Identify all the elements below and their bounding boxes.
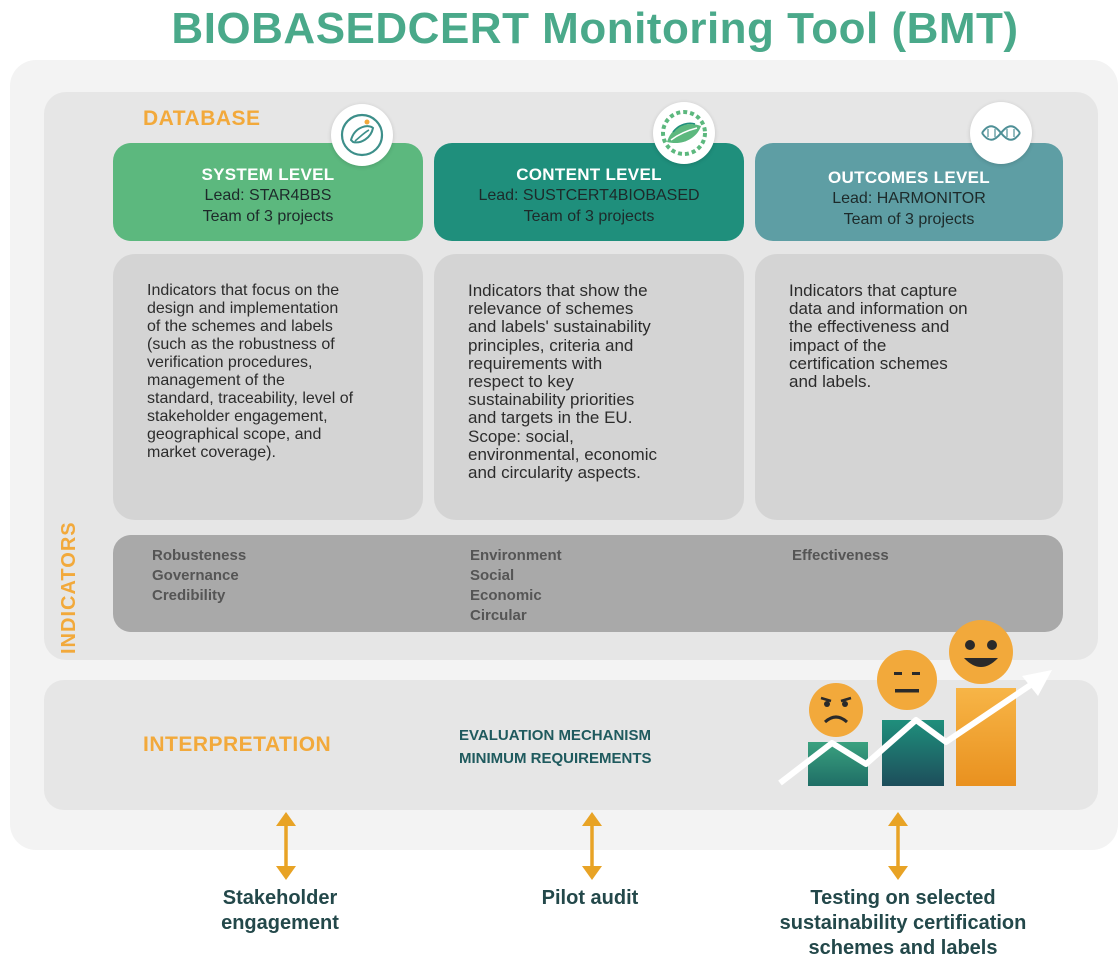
growth-arrow-icon <box>778 670 1052 786</box>
label-line: Testing on selected <box>810 887 996 909</box>
indicator-item: Environment <box>470 547 562 564</box>
level-team: Team of 3 projects <box>523 208 655 225</box>
description-line: management of the <box>147 372 285 389</box>
label-line: Pilot audit <box>541 887 639 909</box>
happy-face-icon <box>949 620 1013 684</box>
description-line: environmental, economic <box>468 444 657 464</box>
level-team: Team of 3 projects <box>202 208 334 225</box>
description-line: Indicators that focus on the <box>147 282 340 299</box>
outcomes-indicators: Effectiveness <box>792 546 889 566</box>
description-line: sustainability priorities <box>468 390 635 410</box>
label-line: sustainability certification <box>779 912 1027 934</box>
description-line: Scope: social, <box>468 426 574 446</box>
pilot-audit-label: Pilot audit <box>470 886 710 911</box>
indicator-item: Social <box>470 567 515 584</box>
description-line: standard, traceability, level of <box>147 390 354 407</box>
description-line: and circularity aspects. <box>468 463 641 483</box>
indicator-item: Effectiveness <box>792 547 889 564</box>
growth-chart-illustration <box>778 620 1052 786</box>
description-line: and labels' sustainability <box>468 317 651 337</box>
indicators-bar <box>113 535 1063 632</box>
description-line: geographical scope, and <box>147 426 322 443</box>
stakeholder-engagement-label: Stakeholder engagement <box>160 886 400 936</box>
label-line: Stakeholder <box>222 887 338 909</box>
label-line: engagement <box>221 912 339 934</box>
content-level-box: CONTENT LEVEL Lead: SUSTCERT4BIOBASED Te… <box>434 143 744 241</box>
sad-face-icon <box>809 683 863 737</box>
level-title: SYSTEM LEVEL <box>201 165 335 184</box>
database-label: DATABASE <box>143 107 261 130</box>
neutral-face-icon <box>877 650 937 710</box>
double-arrow-icon <box>582 812 602 880</box>
description-line: (such as the robustness of <box>147 336 335 353</box>
level-lead: Lead: STAR4BBS <box>204 187 332 204</box>
leaf-circle-icon <box>331 104 393 166</box>
gear-leaf-icon <box>653 102 715 164</box>
description-line: verification procedures, <box>147 354 313 371</box>
description-line: impact of the <box>789 335 887 355</box>
evaluation-mechanism: EVALUATION MECHANISM <box>459 727 651 744</box>
double-arrow-icon <box>276 812 296 880</box>
system-level-description: Indicators that focus on the design and … <box>113 254 423 520</box>
page-title: BIOBASEDCERT Monitoring Tool (BMT) <box>171 4 1019 53</box>
bar-mid <box>882 720 944 786</box>
testing-label: Testing on selected sustainability certi… <box>738 886 1068 961</box>
description-line: design and implementation <box>147 300 339 317</box>
label-line: schemes and labels <box>808 937 998 959</box>
system-indicators: Robusteness Governance Credibility <box>152 546 246 606</box>
description-line: principles, criteria and <box>468 335 634 355</box>
description-line: and labels. <box>789 372 872 392</box>
indicator-item: Robusteness <box>152 547 247 564</box>
description-line: respect to key <box>468 372 574 392</box>
description-line: the effectiveness and <box>789 317 950 337</box>
dna-icon <box>970 102 1032 164</box>
indicator-item: Economic <box>470 587 542 604</box>
description-line: Indicators that show the <box>468 281 648 300</box>
level-title: CONTENT LEVEL <box>516 165 662 184</box>
level-team: Team of 3 projects <box>843 211 975 228</box>
description-line: requirements with <box>468 353 603 373</box>
evaluation-text: EVALUATION MECHANISM MINIMUM REQUIREMENT… <box>459 724 652 770</box>
interpretation-label: INTERPRETATION <box>143 733 332 756</box>
level-lead: Lead: SUSTCERT4BIOBASED <box>478 187 700 204</box>
minimum-requirements: MINIMUM REQUIREMENTS <box>459 750 652 767</box>
indicator-item: Circular <box>470 607 527 624</box>
description-line: Indicators that capture <box>789 281 958 300</box>
indicators-label: INDICATORS <box>58 521 80 654</box>
content-level-description: Indicators that show the relevance of sc… <box>434 254 744 520</box>
description-line: data and information on <box>789 299 968 319</box>
description-line: of the schemes and labels <box>147 318 333 335</box>
outcomes-level-description: Indicators that capture data and informa… <box>755 254 1063 520</box>
level-lead: Lead: HARMONITOR <box>832 190 986 207</box>
description-line: stakeholder engagement, <box>147 408 328 425</box>
description-line: certification schemes <box>789 353 948 373</box>
description-line: relevance of schemes <box>468 299 634 319</box>
description-line: and targets in the EU. <box>468 408 633 428</box>
double-arrow-icon <box>888 812 908 880</box>
indicator-item: Governance <box>152 567 239 584</box>
content-indicators: Environment Social Economic Circular <box>470 546 562 626</box>
indicator-item: Credibility <box>152 587 226 604</box>
description-line: market coverage). <box>147 444 276 461</box>
level-title: OUTCOMES LEVEL <box>828 168 990 187</box>
